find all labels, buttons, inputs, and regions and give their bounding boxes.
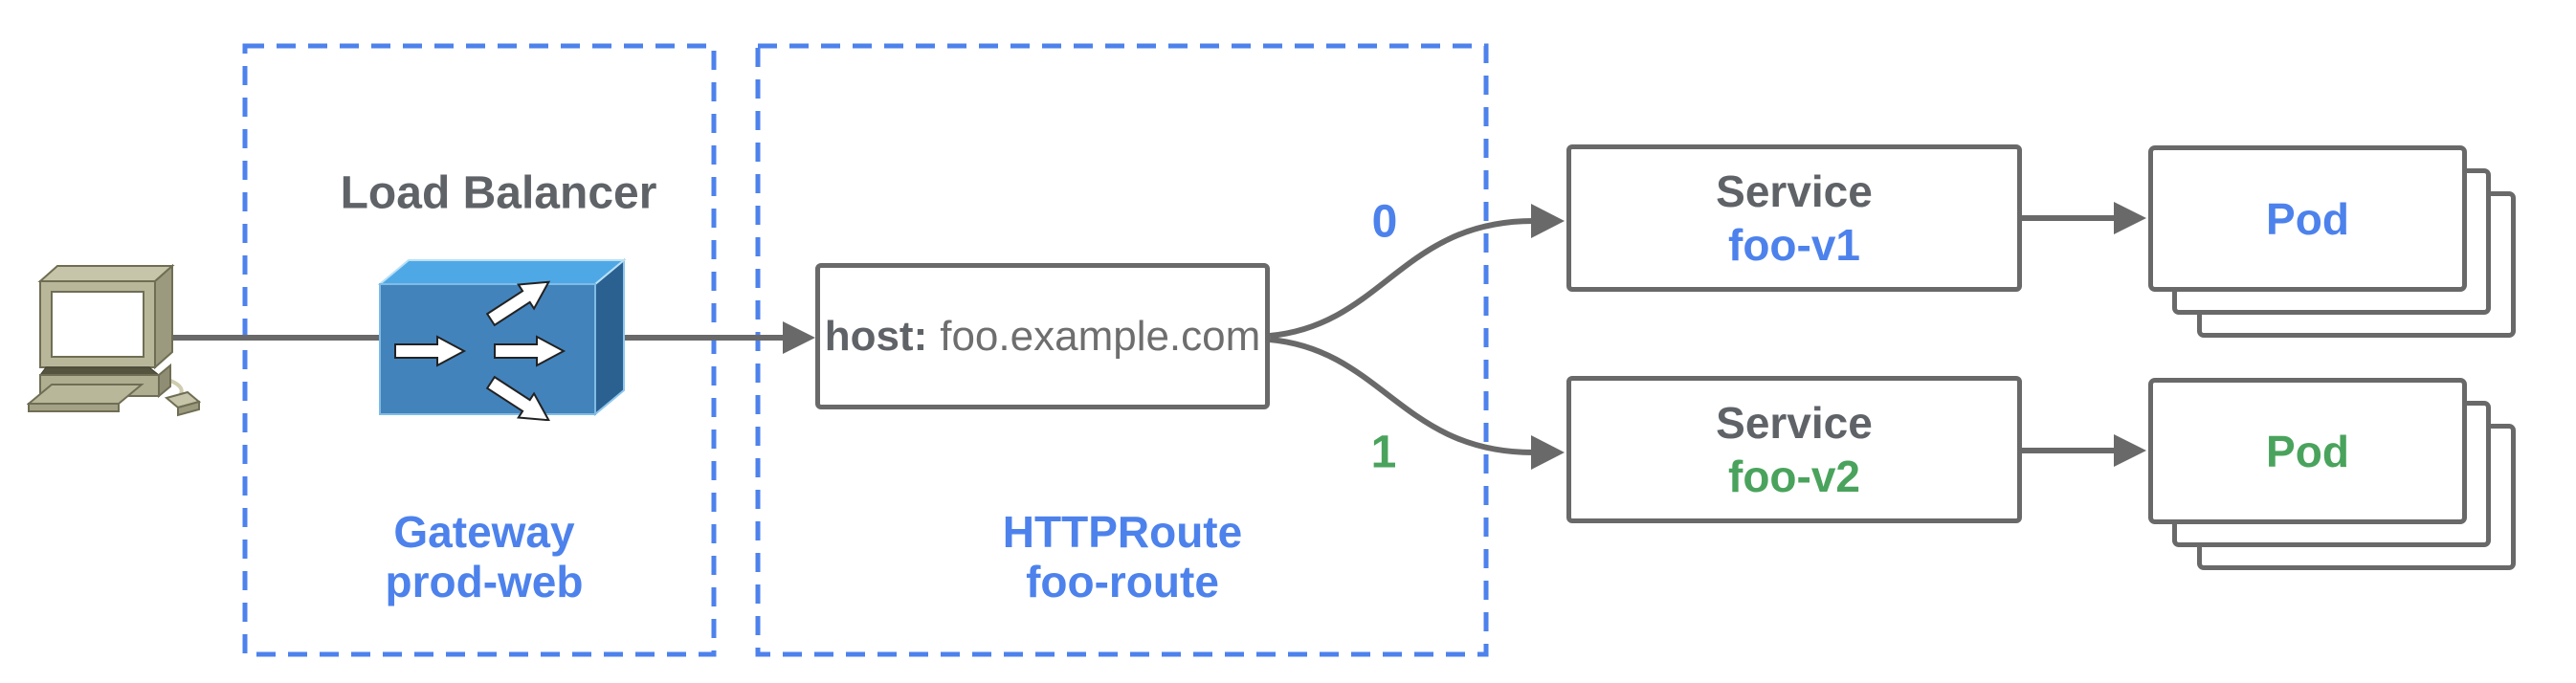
service-v2-to-pod-arrowhead [2114, 434, 2146, 467]
host-match-value: foo.example.com [940, 312, 1261, 360]
pod-label: Pod [2266, 426, 2349, 476]
branch-weight-1: 1 [1370, 427, 1397, 478]
httproute-host-match-box: host: foo.example.com [815, 263, 1270, 409]
httproute-group-border [755, 43, 1489, 657]
service-name: foo-v2 [1728, 452, 1860, 501]
httproute-resource-name: foo-route [1026, 557, 1219, 606]
host-match-key: host: [824, 312, 928, 360]
pod-layer-front: Pod [2148, 378, 2467, 524]
gateway-group-border [242, 43, 717, 657]
branch-1-curve [1269, 337, 1534, 455]
service-kind: Service [1716, 398, 1873, 448]
service-foo-v2-box: Service foo-v2 [1566, 376, 2022, 523]
pod-label: Pod [2266, 193, 2349, 244]
service-v1-to-pod-arrowhead [2114, 202, 2146, 234]
service-foo-v1-box: Service foo-v1 [1566, 144, 2022, 292]
pod-stack-foo-v2: Pod [2148, 378, 2521, 579]
load-balancer-icon [378, 257, 627, 421]
loadbalancer-to-route-arrowhead [783, 321, 815, 354]
httproute-resource-kind: HTTPRoute [1002, 507, 1243, 557]
gateway-resource-kind: Gateway [393, 507, 575, 557]
gateway-resource-label: Gateway prod-web [386, 507, 584, 606]
pod-stack-foo-v1: Pod [2148, 145, 2521, 346]
branch-0-curve [1269, 218, 1534, 339]
gateway-resource-name: prod-web [385, 557, 584, 606]
service-name: foo-v1 [1728, 220, 1860, 270]
load-balancer-title: Load Balancer [340, 167, 657, 219]
desktop-computer-icon [27, 263, 202, 417]
pod-layer-front: Pod [2148, 145, 2467, 292]
httproute-resource-label: HTTPRoute foo-route [1003, 507, 1242, 606]
branch-0-arrowhead [1531, 204, 1565, 238]
service-kind: Service [1716, 166, 1873, 216]
branch-weight-0: 0 [1371, 196, 1398, 248]
branch-1-arrowhead [1531, 435, 1565, 470]
